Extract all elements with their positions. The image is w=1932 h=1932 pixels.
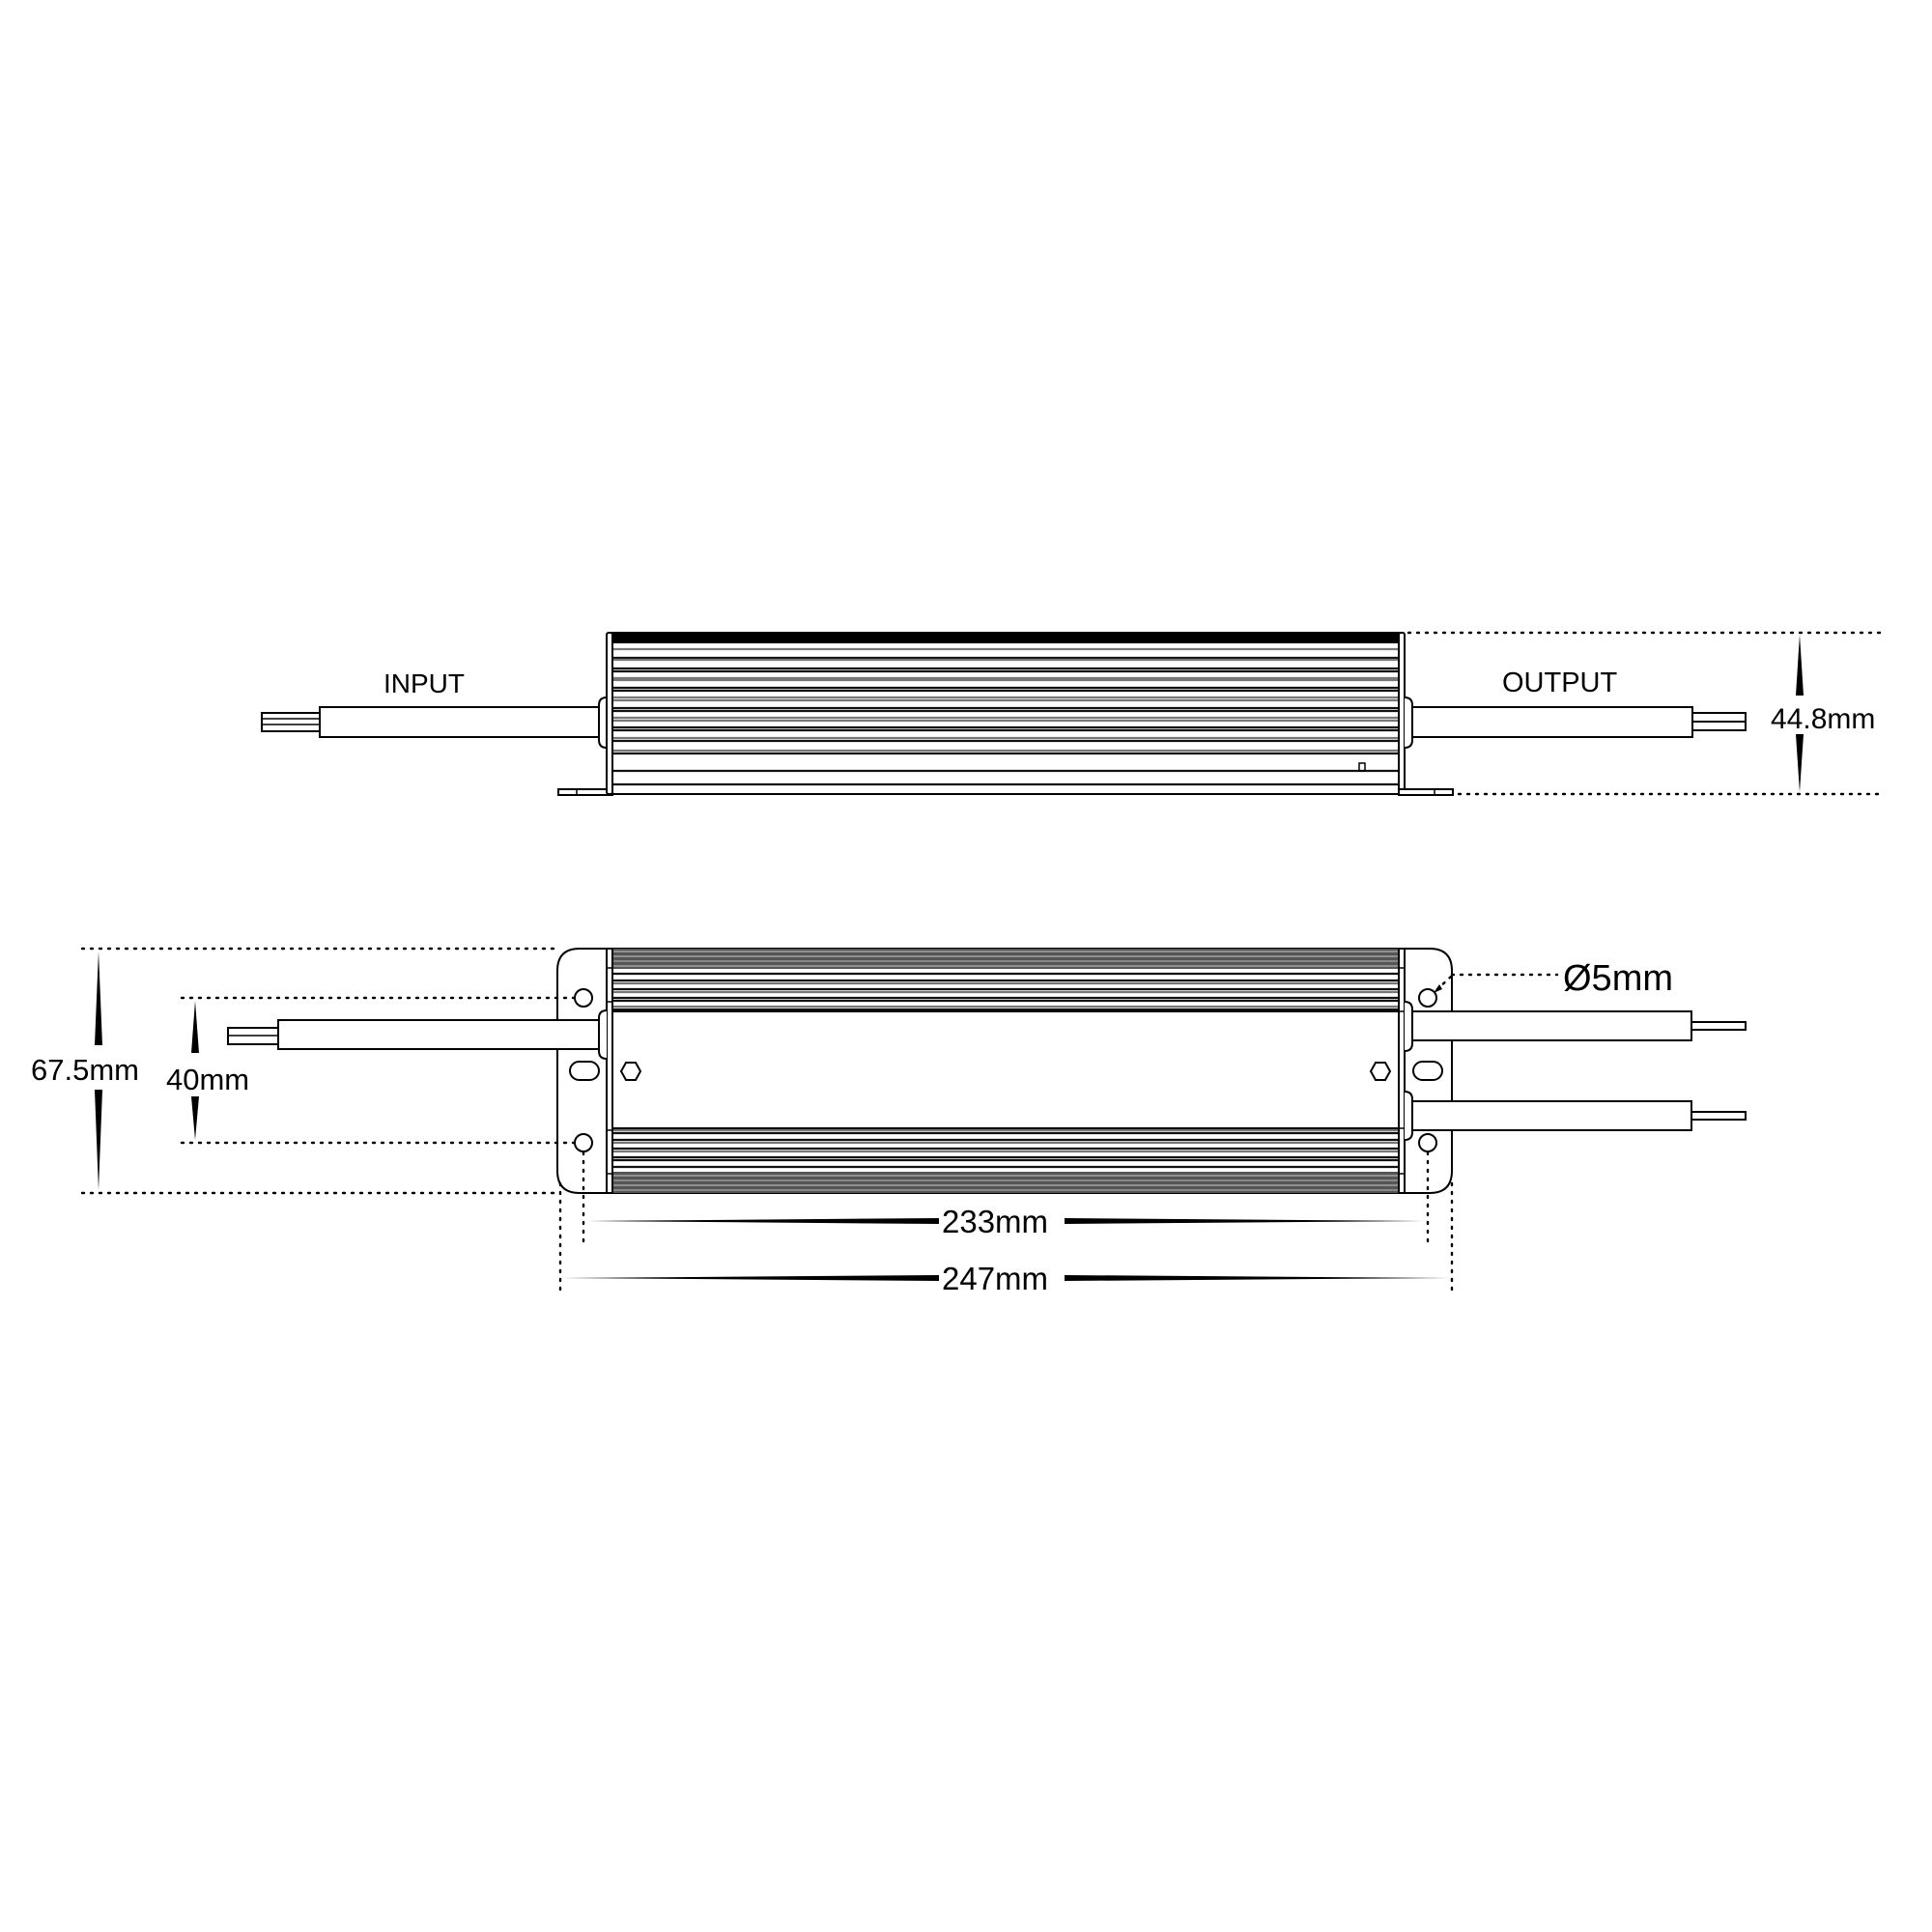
width-dimension-label: 67.5mm [31, 1053, 139, 1087]
housing-fins-top [612, 949, 1399, 1193]
input-label: INPUT [384, 668, 465, 698]
input-cable-gland [598, 696, 608, 749]
hex-screw-right [1369, 1062, 1392, 1081]
height-dimension: 44.8mm [1406, 631, 1886, 796]
mount-slot-right [1412, 1061, 1443, 1081]
input-wire-stub [261, 712, 321, 732]
output-cable-upper [1411, 1010, 1692, 1041]
right-mounting-flange [1398, 788, 1454, 796]
output-cable-lower [1411, 1100, 1692, 1131]
input-gland-top [598, 1009, 608, 1060]
mount-hole-top-right [1418, 988, 1437, 1008]
output-wire-stub [1691, 712, 1747, 731]
output-cable [1411, 706, 1693, 738]
input-cable [319, 706, 606, 738]
hole-spacing-label: 40mm [166, 1063, 249, 1096]
output-wire-lower [1690, 1111, 1747, 1121]
output-wire-upper [1690, 1021, 1747, 1031]
hole-diameter-callout: Ø5mm [1434, 958, 1673, 999]
overall-length-dimension: 247mm [558, 1181, 1454, 1296]
top-view: 67.5mm 40mm Ø5mm 233mm [31, 947, 1747, 1296]
input-cable-top [277, 1019, 603, 1050]
left-end-plate [606, 632, 613, 795]
right-end-plate [1398, 632, 1406, 795]
hole-pitch-dimension: 233mm [582, 1151, 1430, 1248]
side-view: INPUT OUTPUT 44.8mm [261, 631, 1886, 796]
mount-slot-left [569, 1061, 600, 1081]
output-gland-upper [1404, 1001, 1413, 1052]
side-label-tab [1358, 762, 1366, 772]
hole-diameter-label: Ø5mm [1563, 958, 1673, 999]
hole-pitch-label: 233mm [942, 1204, 1048, 1239]
output-label: OUTPUT [1502, 668, 1618, 698]
housing-top-band [612, 633, 1399, 643]
housing-fins [612, 647, 1399, 786]
hole-spacing-dimension: 40mm [166, 996, 576, 1145]
hex-screw-left [619, 1062, 642, 1081]
output-cable-gland [1404, 696, 1413, 749]
input-wire-stub-top [227, 1027, 279, 1045]
center-panel [611, 1010, 1400, 1129]
height-dimension-label: 44.8mm [1771, 703, 1875, 735]
left-end-plate-top [606, 948, 613, 1194]
output-gland-lower [1404, 1091, 1413, 1141]
width-dimension: 67.5mm [31, 947, 562, 1195]
overall-length-label: 247mm [942, 1261, 1048, 1296]
right-end-plate-top [1398, 948, 1406, 1194]
